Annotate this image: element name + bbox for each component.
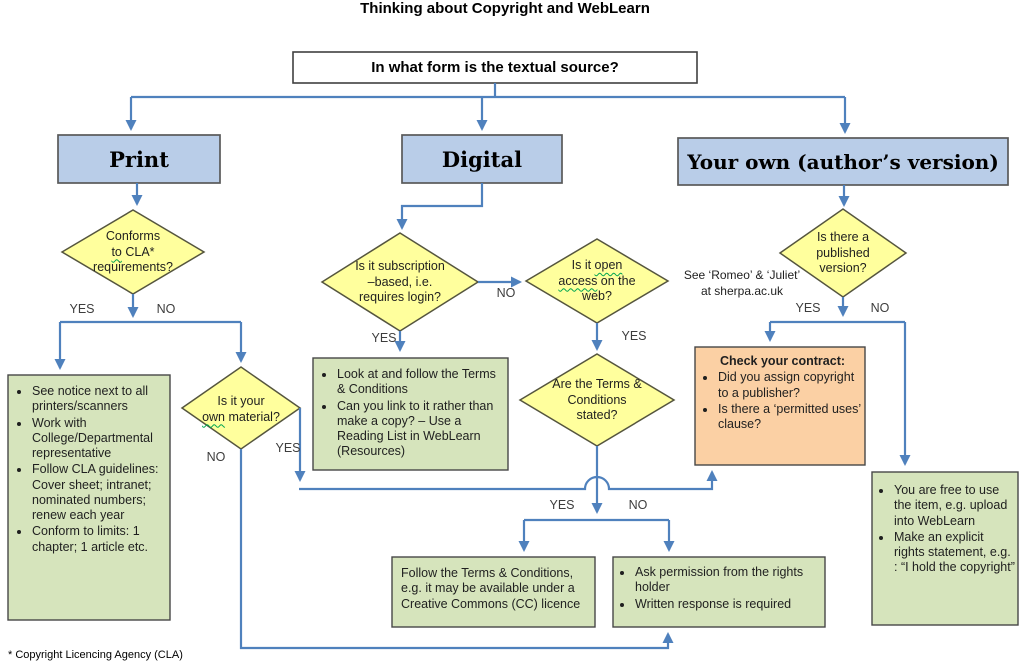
decision-cla-label: Conforms to CLA* requirements? [93,229,173,274]
follow-terms-text: Follow the Terms & Conditions, e.g. it m… [401,566,581,611]
check-contract-list: Did you assign copyright to a publisher?… [703,370,862,432]
print-box-shape [57,134,221,184]
list-item: Follow CLA guidelines: Cover sheet; intr… [31,462,165,523]
decision-open-access-shape [524,238,670,324]
your-own-box-shape [677,137,1009,186]
list-item: Written response is required [634,597,822,612]
decision-terms-stated-shape [518,353,676,447]
root-question-label: In what form is the textual source? [371,59,619,76]
cla-footnote: * Copyright Licencing Agency (CLA) [8,649,183,661]
published-yes-label: YES [795,301,821,315]
terms-no-label: NO [628,498,648,512]
subscription-no-label: NO [496,286,516,300]
sherpa-note: See ‘Romeo’ & ‘Juliet’ at sherpa.ac.uk [683,268,801,298]
decision-open-access-label: Is it open access on the web? [558,258,636,303]
free-to-use-box: You are free to use the item, e.g. uploa… [872,472,1018,625]
print-branch-label: Print [109,146,169,172]
ask-permission-box-shape [612,556,826,628]
follow-terms-box: Follow the Terms & Conditions, e.g. it m… [392,557,595,627]
connector-own-no-to-ask-permission [239,449,674,650]
free-to-use-box-shape [871,471,1019,626]
subscription-yes-label: YES [371,331,397,345]
list-item: Work with College/Departmental represent… [31,416,165,462]
published-no-label: NO [870,301,890,315]
digital-branch-label: Digital [441,146,523,172]
decision-subscription-label: Is it subscription –based, i.e. requires… [355,259,445,304]
list-item: Conform to limits: 1 chapter; 1 article … [31,524,165,555]
digital-terms-box: Look at and follow the Terms & Condition… [313,358,508,470]
print-guidelines-box-shape [7,374,171,621]
page-title: Thinking about Copyright and WebLearn [360,0,650,17]
your-own-branch-label: Your own (author’s version) [687,149,999,174]
connector-own-yes-to-contract [299,470,718,491]
print-guidelines-box: See notice next to all printers/scanners… [8,375,170,620]
list-item: Make an explicit rights statement, e.g. … [893,530,1015,576]
digital-terms-list: Look at and follow the Terms & Condition… [322,367,504,460]
check-contract-box-shape [694,346,866,466]
connector-digital-to-subscription [396,183,484,230]
digital-terms-box-shape [312,357,509,471]
check-contract-heading: Check your contract: [719,354,846,368]
terms-yes-label: YES [549,498,575,512]
decision-cla-shape [60,209,206,295]
follow-terms-box-shape [391,556,596,628]
ask-permission-list: Ask permission from the rights holder Wr… [620,565,822,612]
root-question-box-shape [292,51,698,84]
ask-permission-box: Ask permission from the rights holder Wr… [613,557,825,627]
decision-own-material-label: Is it your own material? [202,394,280,424]
list-item: You are free to use the item, e.g. uploa… [893,483,1015,529]
list-item: Did you assign copyright to a publisher? [717,370,862,401]
cla-no-label: NO [156,302,176,316]
own-yes-label: YES [275,441,301,455]
decision-published-shape [778,208,908,298]
list-item: See notice next to all printers/scanners [31,384,165,415]
cla-yes-label: YES [69,302,95,316]
own-no-label: NO [206,450,226,464]
print-guidelines-list: See notice next to all printers/scanners… [17,384,165,555]
list-item: Ask permission from the rights holder [634,565,822,596]
list-item: Can you link to it rather than make a co… [336,399,504,460]
decision-terms-stated-label: Are the Terms & Conditions stated? [552,377,642,422]
check-contract-box: Check your contract: Did you assign copy… [695,347,865,465]
free-to-use-list: You are free to use the item, e.g. uploa… [879,483,1015,576]
list-item: Is there a ‘permitted uses’ clause? [717,402,862,433]
decision-published-label: Is there a published version? [816,230,870,275]
list-item: Look at and follow the Terms & Condition… [336,367,504,398]
open-access-yes-label: YES [621,329,647,343]
